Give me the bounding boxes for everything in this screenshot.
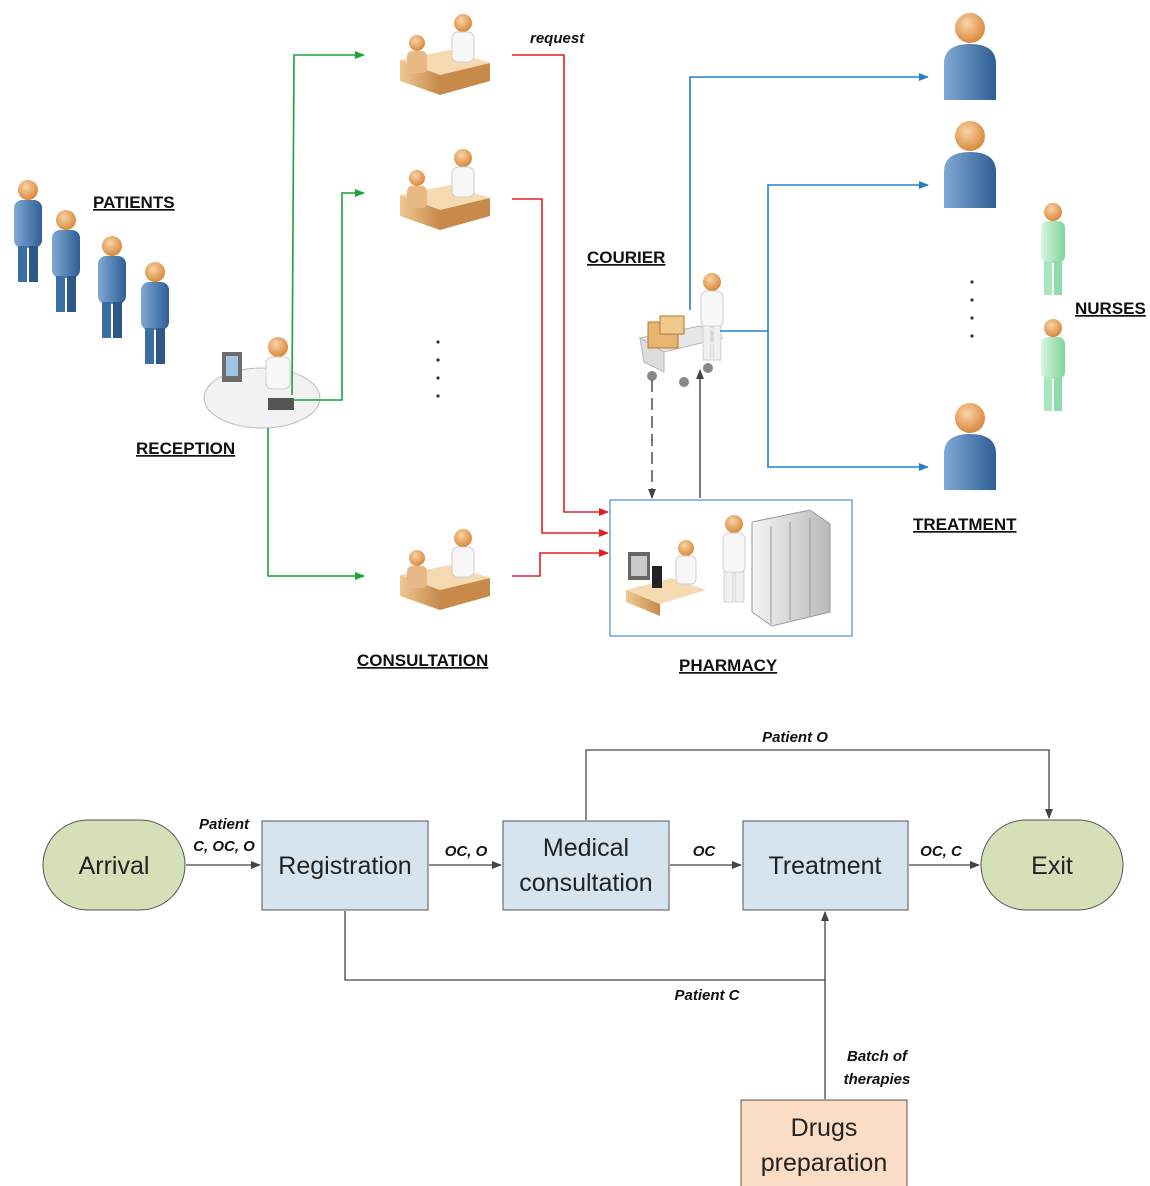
patient-icon-2 <box>52 210 80 312</box>
arrival-edge-label-line1: Patient <box>199 816 250 833</box>
nurses-label: NURSES <box>1075 299 1146 318</box>
patient-icon-3 <box>98 236 126 338</box>
exit-label: Exit <box>1031 852 1073 880</box>
consultation-desk-icon-2 <box>400 149 490 230</box>
pharmacy-label: PHARMACY <box>679 656 778 675</box>
courier-cart-icon <box>638 273 724 387</box>
patient-o-bypass-arrow <box>585 749 1053 820</box>
exit-node <box>980 819 1124 911</box>
consultation-ellipsis <box>436 340 440 398</box>
nurse-icon-1 <box>1041 203 1065 295</box>
arrival-node <box>42 819 186 911</box>
med-treat-edge-label: OC <box>693 843 717 860</box>
request-label: request <box>530 30 585 47</box>
treatment-ellipsis <box>970 280 974 338</box>
reception-desk-icon <box>203 337 321 429</box>
consultation-desk-icon-1 <box>400 14 490 95</box>
treatment-label: TREATMENT <box>913 515 1017 534</box>
patient-icon-4 <box>141 262 169 364</box>
reg-med-edge-label: OC, O <box>445 843 488 860</box>
reception-label: RECEPTION <box>136 439 235 458</box>
treat-exit-edge-label: OC, C <box>920 843 963 860</box>
treatment-person-icon-2 <box>944 121 996 208</box>
patient-o-label: Patient O <box>762 729 828 746</box>
request-flows <box>512 54 609 577</box>
registration-label: Registration <box>278 852 411 880</box>
medical-consultation-label-line1: Medical <box>543 834 629 862</box>
consultation-label: CONSULTATION <box>357 651 488 670</box>
medical-consultation-label-line2: consultation <box>519 869 652 897</box>
treatment-node <box>742 820 909 911</box>
arrival-edge-label-line2: C, OC, O <box>193 838 255 855</box>
courier-flows <box>689 73 929 471</box>
registration-node <box>261 820 429 911</box>
drugs-preparation-node <box>740 1099 908 1186</box>
medical-consultation-node <box>502 820 670 911</box>
batch-label-line2: therapies <box>844 1071 911 1088</box>
pharmacist-lab-icon <box>626 540 706 616</box>
patient-icon-1 <box>14 180 42 282</box>
patients-label: PATIENTS <box>93 193 175 212</box>
reception-flows <box>267 51 365 580</box>
nurse-icon-2 <box>1041 319 1065 411</box>
batch-label-line1: Batch of <box>847 1048 909 1065</box>
treatment-node-label: Treatment <box>768 852 881 880</box>
arrival-label: Arrival <box>79 852 150 880</box>
treatment-person-icon-3 <box>944 403 996 490</box>
drugs-preparation-label-line2: preparation <box>761 1149 887 1177</box>
drugs-preparation-label-line1: Drugs <box>791 1114 858 1142</box>
treatment-person-icon-1 <box>944 13 996 100</box>
courier-label: COURIER <box>587 248 665 267</box>
consultation-desk-icon-3 <box>400 529 490 610</box>
patient-c-bypass-arrow <box>344 911 829 981</box>
patient-c-label: Patient C <box>674 987 740 1004</box>
pharmacist-cabinet-icon <box>722 509 831 627</box>
